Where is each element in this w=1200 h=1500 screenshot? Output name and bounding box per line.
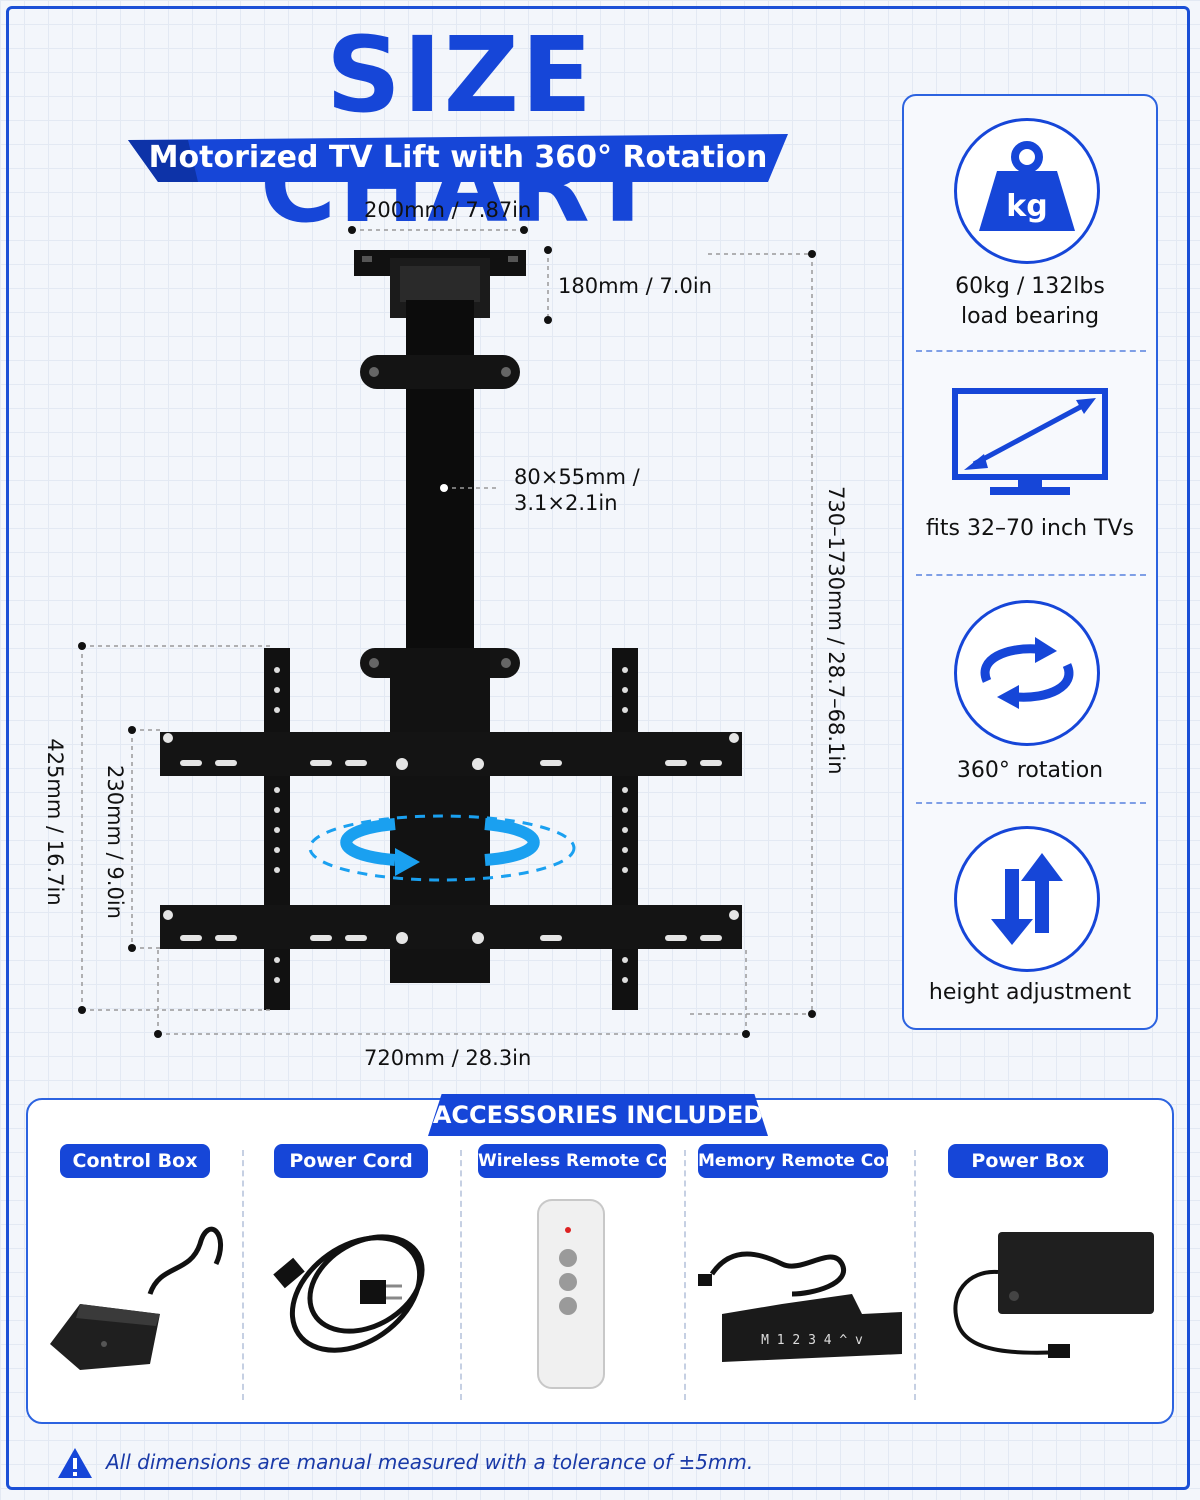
accessory-separator: [460, 1150, 462, 1400]
tv-size-icon: [952, 388, 1108, 495]
accessory-label: Power Cord: [274, 1144, 428, 1178]
features-panel: kg 60kg / 132lbs load bearing fits 32–70…: [902, 94, 1158, 1030]
feature-separator: [916, 802, 1146, 804]
accessory-memory-remote: Memory Remote Control M 1 2 3 4 ^ v: [692, 1144, 906, 1404]
control-box-image: [50, 1226, 223, 1370]
lower-rail: [160, 905, 742, 949]
height-adjust-icon: [991, 853, 1063, 945]
power-cord-image: [273, 1234, 425, 1353]
svg-text:kg: kg: [1006, 189, 1047, 224]
total-height-label: 425mm / 16.7in: [43, 738, 67, 906]
subtitle-banner: [128, 134, 788, 182]
mount-depth-label: 180mm / 7.0in: [558, 274, 712, 298]
accessory-label: Memory Remote Control: [698, 1144, 888, 1178]
power-box-image: [953, 1232, 1154, 1358]
tolerance-note: All dimensions are manual measured with …: [106, 1450, 754, 1474]
rotation-orbit: [308, 814, 576, 882]
rotation-icon: [980, 637, 1074, 709]
bracket-width-label: 720mm / 28.3in: [364, 1046, 532, 1070]
tv-size-feature-label: fits 32–70 inch TVs: [926, 516, 1134, 541]
accessories-title: ACCESSORIES INCLUDED: [428, 1094, 768, 1136]
height-feature-circle: [954, 826, 1100, 972]
page-frame: [6, 6, 1190, 1490]
accessory-power-cord: Power Cord: [256, 1144, 452, 1404]
accessory-label: Control Box: [60, 1144, 210, 1178]
weight-icon: kg: [979, 141, 1075, 231]
rotation-feature-circle: [954, 600, 1100, 746]
height-feature-label: height adjustment: [928, 980, 1132, 1005]
page-subtitle: Motorized TV Lift with 360° Rotation: [148, 140, 768, 175]
accessory-power-box: Power Box: [928, 1144, 1160, 1404]
accessory-wireless-remote: Wireless Remote Control: [472, 1144, 676, 1404]
column-size-label-1: 80×55mm /: [514, 465, 640, 489]
upper-mount-plate: [360, 355, 520, 389]
weight-feature-line2: load bearing: [960, 304, 1100, 329]
accessory-separator: [242, 1150, 244, 1400]
wireless-remote-image: [537, 1199, 605, 1389]
weight-feature-circle: kg: [954, 118, 1100, 264]
column-size-label-2: 3.1×2.1in: [514, 491, 618, 515]
accessory-control-box: Control Box: [40, 1144, 236, 1404]
warning-icon: [58, 1448, 92, 1478]
lift-range-label: 730–1730mm / 28.7–68.1in: [824, 486, 848, 775]
memory-remote-image: M 1 2 3 4 ^ v: [698, 1251, 902, 1362]
tv-lift-drawing: [78, 226, 816, 1038]
feature-separator: [916, 350, 1146, 352]
lift-column: [406, 300, 474, 660]
rotation-feature-label: 360° rotation: [956, 758, 1104, 783]
mount-width-label: 200mm / 7.87in: [364, 198, 532, 222]
feature-separator: [916, 574, 1146, 576]
weight-feature-line1: 60kg / 132lbs: [955, 274, 1105, 299]
bracket-height-label: 230mm / 9.0in: [103, 765, 127, 919]
accessory-separator: [684, 1150, 686, 1400]
accessory-label: Wireless Remote Control: [478, 1144, 666, 1178]
accessory-separator: [914, 1150, 916, 1400]
memory-remote-keypad: M 1 2 3 4 ^ v: [761, 1333, 863, 1348]
upper-rail: [160, 732, 742, 776]
accessory-label: Power Box: [948, 1144, 1108, 1178]
